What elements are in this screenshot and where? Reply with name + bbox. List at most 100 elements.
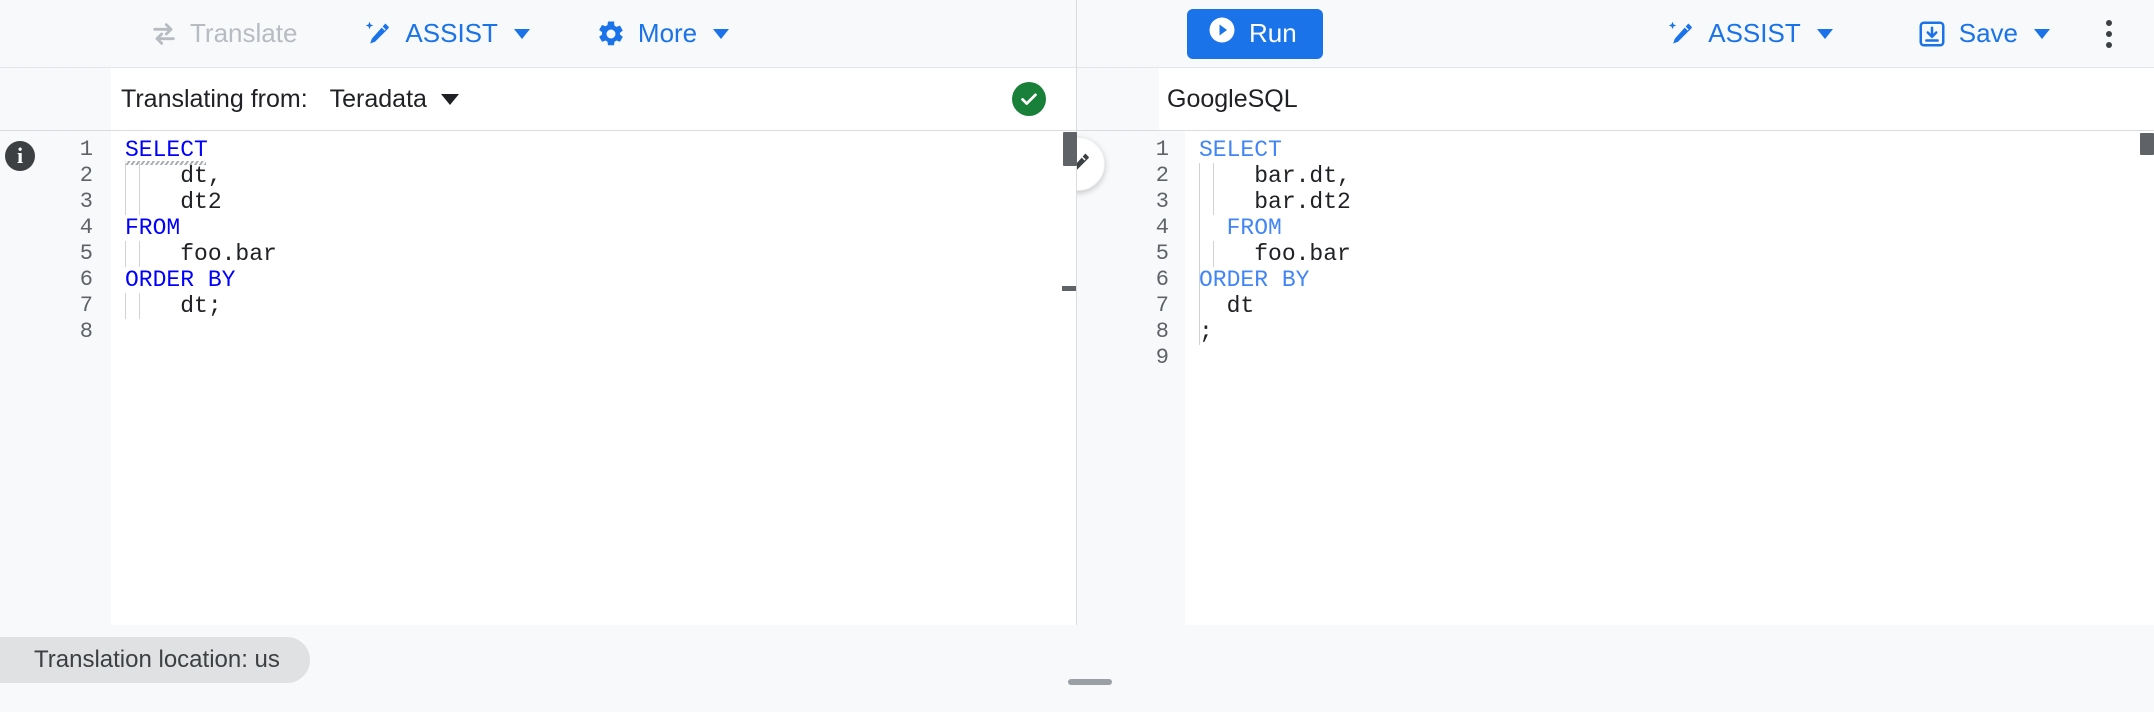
code-line <box>125 319 1076 345</box>
code-line: FROM <box>1199 215 1282 241</box>
line-number: 3 <box>1155 189 1169 214</box>
assist-label-left: ASSIST <box>405 18 498 48</box>
code-line: SELECT <box>125 137 208 163</box>
indent-guide <box>1213 163 1214 215</box>
code-line: dt; <box>125 293 222 319</box>
target-code-area[interactable]: SELECT bar.dt, bar.dt2 FROM foo.bar ORDE… <box>1185 131 2154 625</box>
editor-panes: i 1 2 3 4 5 6 7 8 SELECT <box>0 130 2154 625</box>
source-dialect-inner: Translating from: Teradata <box>111 68 1076 130</box>
assist-button-right[interactable]: ASSIST <box>1656 10 1842 57</box>
code-line: ORDER BY <box>125 267 236 293</box>
line-number: 9 <box>1155 345 1169 370</box>
target-dialect-bar: GoogleSQL <box>1077 68 2154 130</box>
indent-guide <box>125 163 126 215</box>
kebab-dot <box>2106 19 2112 26</box>
target-marker-gutter <box>1077 131 1117 625</box>
save-label: Save <box>1958 18 2018 48</box>
magic-pencil-icon <box>1666 19 1696 49</box>
code-line: SELECT <box>1199 137 1282 163</box>
top-toolbar: Translate ASSIST <box>0 0 2154 68</box>
save-button[interactable]: Save <box>1907 10 2060 57</box>
code-line: dt, <box>125 163 222 189</box>
more-label: More <box>637 18 698 48</box>
source-scrollbar-thumb[interactable] <box>1063 132 1077 166</box>
line-number: 8 <box>79 319 93 344</box>
chevron-down-icon <box>513 28 530 39</box>
target-vertical-scrollbar[interactable] <box>2140 131 2154 625</box>
play-circle-icon <box>1207 15 1237 52</box>
source-dialect-select[interactable]: Teradata <box>330 85 459 114</box>
indent-guide <box>1199 163 1200 319</box>
check-circle-icon <box>1012 82 1046 116</box>
line-number: 6 <box>1155 267 1169 292</box>
line-number: 6 <box>79 267 93 292</box>
assist-label-right: ASSIST <box>1708 18 1801 48</box>
source-line-numbers: 1 2 3 4 5 6 7 8 <box>42 131 111 625</box>
target-dialect-inner: GoogleSQL <box>1159 68 2154 130</box>
chevron-down-icon <box>713 28 730 39</box>
code-line: bar.dt, <box>1199 163 1351 189</box>
run-label: Run <box>1249 18 1297 48</box>
code-line: dt2 <box>125 189 222 215</box>
chevron-down-icon <box>1816 28 1833 39</box>
code-line: bar.dt2 <box>1199 189 1351 215</box>
indent-guide <box>139 293 140 319</box>
magic-pencil-icon <box>363 19 393 49</box>
line-number: 3 <box>79 189 93 214</box>
code-line: foo.bar <box>125 241 277 267</box>
inline-assist-button[interactable] <box>1077 137 1105 191</box>
chevron-down-icon <box>2034 28 2050 39</box>
pane-resize-handle[interactable] <box>1068 679 1112 685</box>
line-number: 7 <box>1155 293 1169 318</box>
bottom-status-bar: Translation location: us <box>0 625 2154 712</box>
indent-guide <box>1213 241 1214 267</box>
code-line <box>1199 345 2154 371</box>
source-vertical-scrollbar[interactable] <box>1062 131 1076 625</box>
dialect-bar: Translating from: Teradata GoogleSQL <box>0 68 2154 130</box>
save-download-icon <box>1917 19 1947 49</box>
line-number: 5 <box>1155 241 1169 266</box>
line-number: 4 <box>1155 215 1169 240</box>
line-number: 1 <box>79 137 93 162</box>
source-marker-gutter: i <box>0 131 42 625</box>
line-number: 4 <box>79 215 93 240</box>
source-dialect-value: Teradata <box>329 84 427 113</box>
translating-from-label: Translating from: <box>121 84 308 113</box>
code-line: dt <box>1199 293 1255 319</box>
source-dialect-bar: Translating from: Teradata <box>0 68 1077 130</box>
line-number: 1 <box>1155 137 1169 162</box>
translate-label: Translate <box>190 18 298 48</box>
scrollbar-thumb[interactable] <box>2140 133 2154 155</box>
toolbar-left-group: Translate ASSIST <box>0 0 1077 68</box>
translate-icon <box>150 20 178 48</box>
kebab-dot <box>2106 30 2112 37</box>
source-editor[interactable]: i 1 2 3 4 5 6 7 8 SELECT <box>0 130 1077 625</box>
target-editor[interactable]: 1 2 3 4 5 6 7 8 9 SELECT bar.dt, bar.dt2… <box>1077 130 2154 625</box>
toolbar-right-group: Run ASSIST <box>1077 0 2154 68</box>
translation-location-chip: Translation location: us <box>0 637 310 683</box>
more-button[interactable]: More <box>586 10 739 57</box>
source-gutter-pad <box>0 68 111 130</box>
indent-guide <box>1199 319 1200 345</box>
indent-guide <box>125 293 126 319</box>
error-squiggle <box>125 161 206 165</box>
source-code-area[interactable]: SELECT dt, dt2 FROM foo.bar ORDER BY dt; <box>111 131 1076 625</box>
translate-button[interactable]: Translate <box>140 10 307 57</box>
code-line: ; <box>1199 319 1213 345</box>
indent-guide <box>125 241 126 267</box>
kebab-dot <box>2106 41 2112 48</box>
line-number: 2 <box>1155 163 1169 188</box>
line-number: 2 <box>79 163 93 188</box>
run-button[interactable]: Run <box>1187 8 1323 59</box>
line-number: 5 <box>79 241 93 266</box>
code-line: foo.bar <box>1199 241 1351 267</box>
assist-button-left[interactable]: ASSIST <box>353 10 539 57</box>
kebab-menu-icon[interactable] <box>2086 11 2132 57</box>
line-number: 7 <box>79 293 93 318</box>
info-icon[interactable]: i <box>5 141 35 171</box>
chevron-down-icon <box>440 93 459 105</box>
target-line-numbers: 1 2 3 4 5 6 7 8 9 <box>1117 131 1185 625</box>
code-line: ORDER BY <box>1199 267 1310 293</box>
indent-guide <box>139 163 140 215</box>
